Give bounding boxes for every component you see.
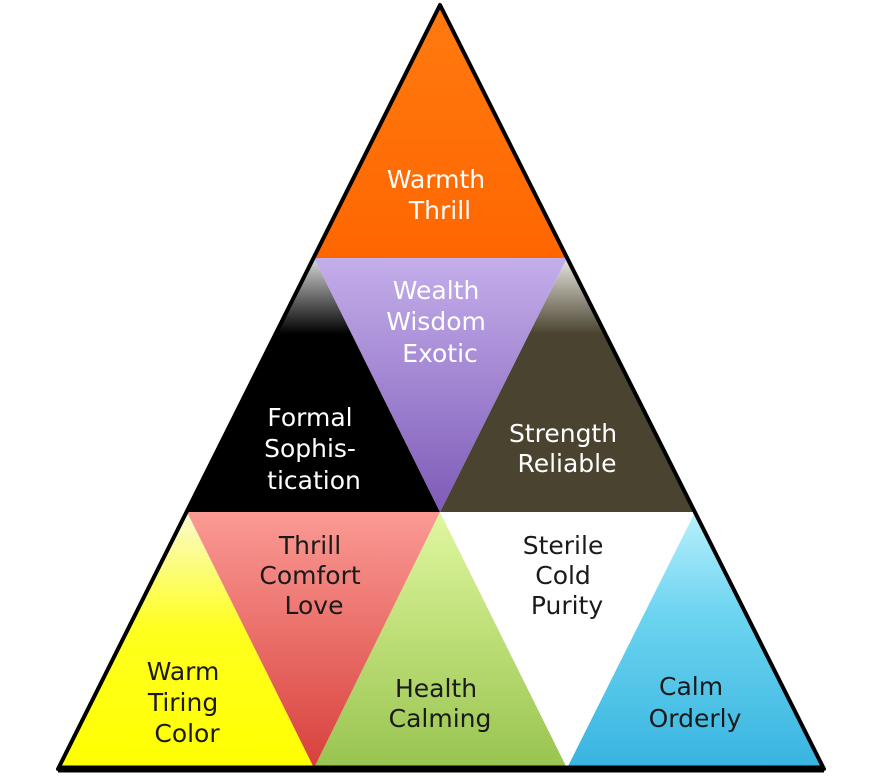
segment-green	[314, 512, 567, 768]
label-blue: Calm Orderly	[649, 672, 742, 733]
segment-white	[440, 512, 695, 768]
segment-blue	[567, 512, 822, 768]
label-white: Sterile Cold Purity	[523, 531, 612, 620]
label-brown: Strength Reliable	[509, 419, 625, 478]
label-yellow: Warm Tiring Color	[147, 657, 228, 748]
segment-brown	[440, 258, 695, 512]
label-red: Thrill Comfort Love	[259, 531, 368, 620]
segment-red	[187, 512, 440, 768]
segment-purple	[314, 258, 567, 512]
segment-black	[187, 258, 440, 512]
label-purple: Wealth Wisdom Exotic	[386, 276, 494, 368]
segment-yellow	[60, 512, 314, 768]
label-black: Formal Sophis- tication	[264, 403, 364, 495]
label-green: Health Calming	[389, 674, 492, 733]
label-orange: Warmth Thrill	[387, 165, 493, 225]
segment-orange	[314, 5, 567, 258]
